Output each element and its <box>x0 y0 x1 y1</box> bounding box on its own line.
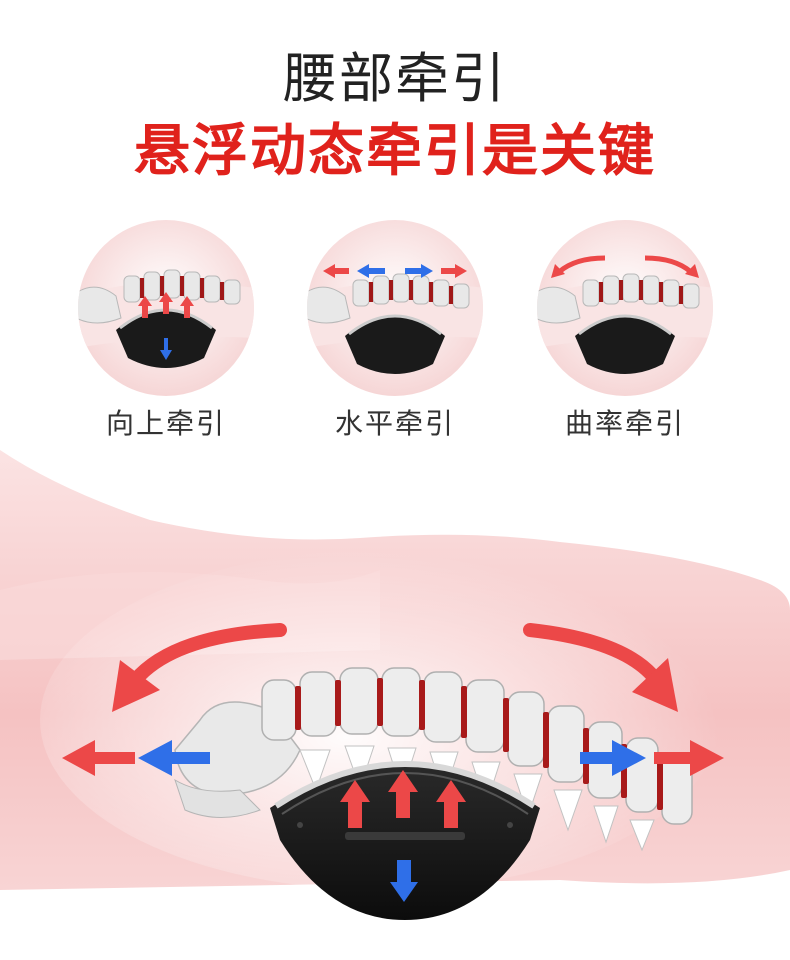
lumbar-traction-hero-illustration <box>0 450 790 920</box>
curve-arrow-right-icon <box>523 623 678 712</box>
spine-illustration <box>174 667 693 852</box>
horizontal-arrow-right-blue-icon <box>580 740 646 776</box>
upward-traction-icon <box>78 220 254 396</box>
traction-device <box>270 761 540 920</box>
mode-label: 水平牵引 <box>334 407 455 440</box>
curvature-traction-icon <box>537 220 713 396</box>
horizontal-arrow-left-blue-icon <box>138 740 210 776</box>
upward-arrows-icon <box>340 770 466 828</box>
mode-upward-traction: 向上牵引 <box>76 218 256 448</box>
mode-label: 向上牵引 <box>105 407 226 440</box>
mode-curvature-traction: 曲率牵引 <box>535 218 715 448</box>
downward-arrow-icon <box>390 860 418 902</box>
curve-arrow-left-icon <box>112 623 287 712</box>
mode-label: 曲率牵引 <box>564 407 685 440</box>
horizontal-arrow-left-red-icon <box>62 740 135 776</box>
horizontal-arrow-right-red-icon <box>654 740 724 776</box>
horizontal-traction-icon <box>307 220 483 396</box>
mode-horizontal-traction: 水平牵引 <box>305 218 485 448</box>
page-title: 腰部牵引 <box>283 47 507 110</box>
page-subtitle: 悬浮动态牵引是关键 <box>134 119 656 184</box>
